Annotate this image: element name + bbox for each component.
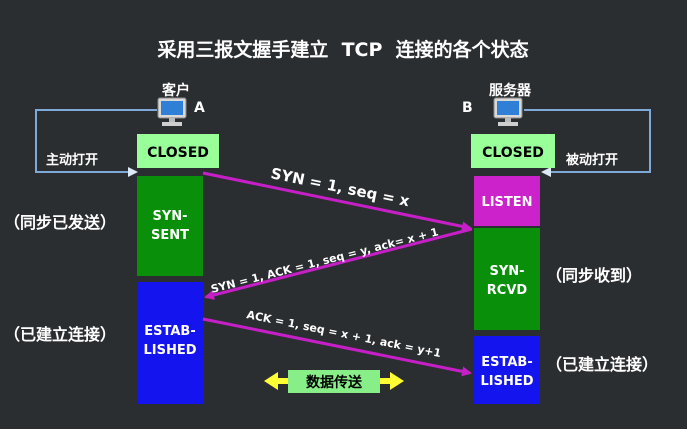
server-established-label-1: ESTAB- <box>481 355 532 370</box>
server-established-note: （已建立连接） <box>546 355 658 374</box>
active-open-line <box>35 109 157 177</box>
client-letter: A <box>194 100 205 116</box>
server-closed-label: CLOSED <box>482 145 544 161</box>
client-computer-icon <box>157 97 187 126</box>
passive-open-label: 被动打开 <box>565 152 618 168</box>
server-name: 服务器 <box>489 82 532 99</box>
server-established-label-2: LISHED <box>480 374 533 389</box>
data-transfer-label: 数据传送 <box>306 374 363 391</box>
client-syn-sent-label-1: SYN- <box>152 209 187 224</box>
syn-message: SYN = 1, seq = x <box>269 164 411 210</box>
syn-arrow <box>202 171 472 232</box>
ack-arrow <box>202 317 472 377</box>
passive-open-line <box>524 109 651 177</box>
client-closed-label: CLOSED <box>147 145 209 161</box>
server-established-state <box>474 336 540 404</box>
client-name: 客户 <box>161 82 190 99</box>
client-established-state <box>137 282 203 404</box>
client-established-label-1: ESTAB- <box>144 324 195 339</box>
client-established-note: （已建立连接） <box>4 325 116 344</box>
active-open-label: 主动打开 <box>46 152 98 168</box>
server-syn-rcvd-state <box>474 228 540 330</box>
syn-ack-arrow <box>204 227 473 300</box>
server-letter: B <box>462 100 473 116</box>
data-transfer-box <box>288 370 380 393</box>
syn-ack-message: SYN = 1, ACK = 1, seq = y, ack= x + 1 <box>210 225 440 295</box>
client-syn-sent-note: （同步已发送） <box>4 213 116 232</box>
server-syn-rcvd-note: （同步收到） <box>546 266 642 285</box>
server-computer-icon <box>493 97 523 126</box>
server-syn-rcvd-label-2: RCVD <box>487 283 528 298</box>
client-syn-sent-label-2: SENT <box>151 228 189 243</box>
diagram-title: 采用三报文握手建立 TCP 连接的各个状态 <box>157 38 528 61</box>
server-listen-state <box>474 176 540 226</box>
client-established-label-2: LISHED <box>143 343 196 358</box>
client-syn-sent-state <box>137 176 203 276</box>
server-syn-rcvd-label-1: SYN- <box>489 264 524 279</box>
data-transfer-double-arrow <box>264 372 404 390</box>
server-closed-state <box>471 134 555 168</box>
server-listen-label: LISTEN <box>481 195 532 210</box>
client-closed-state <box>137 134 219 168</box>
